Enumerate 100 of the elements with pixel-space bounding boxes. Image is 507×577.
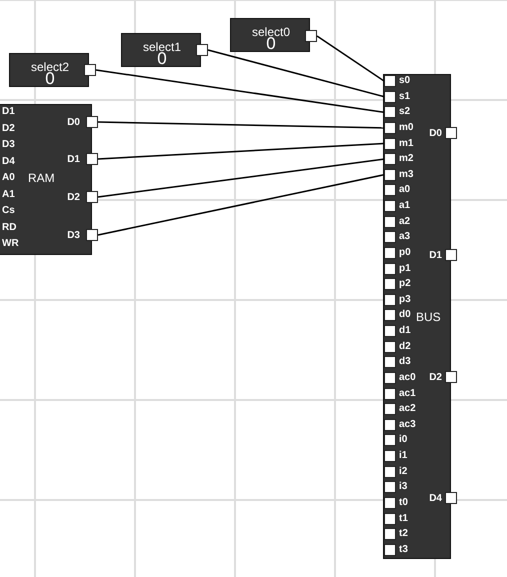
pin-box [384,200,396,212]
pin-label: s2 [399,107,410,118]
block-name: RAM [28,172,55,184]
pin-box [384,418,396,431]
pin-box [384,340,396,353]
wire [316,35,384,82]
pin-label: p0 [399,248,411,258]
switch-block [9,53,89,87]
ram-block [0,104,92,255]
pin-box [384,481,396,494]
pin-label: a0 [399,185,410,196]
switch-block [121,33,201,67]
pin-label: A1 [2,190,15,200]
pin-label: a3 [399,232,410,242]
pin-label: m0 [399,122,414,133]
pin-label: D4 [429,494,442,504]
pin-label: Cs [2,206,15,216]
wire [98,174,384,236]
pin-label: d0 [399,310,411,320]
pin-label: d2 [399,342,411,352]
pin-label: D0 [67,118,80,128]
pin-label: i1 [399,451,408,462]
pin-label: m2 [399,154,414,164]
block-name: select2 [30,61,70,73]
pin-label: p2 [399,279,411,290]
value-readout: 0 [45,70,55,87]
pin-label: ac0 [399,372,416,383]
pin-label: t3 [399,544,408,555]
pin-box [384,106,396,118]
pin-box [384,528,396,540]
block-name: select1 [142,41,182,53]
pin-box [384,184,396,196]
pin-box [384,122,396,134]
pin-box [84,64,96,76]
pin-box [384,466,396,478]
pin-label: D3 [2,140,15,150]
wire [96,69,384,113]
value-readout: 0 [266,35,276,52]
pin-box [305,30,317,42]
pin-box [384,138,396,150]
value-readout: 0 [157,50,167,67]
pin-box [384,231,396,244]
pin-label: m1 [399,138,414,149]
pin-box [384,434,396,446]
pin-box [384,262,396,275]
pin-box [196,44,208,56]
pin-box [384,90,396,103]
pin-label: ac2 [399,404,416,414]
pin-label: RD [2,222,16,232]
pin-box [384,356,396,368]
pin-box [384,325,396,338]
pin-label: s1 [399,92,410,102]
pin-box [86,229,98,241]
pin-box [86,153,98,165]
pin-label: D0 [429,129,442,139]
pin-label: WR [2,239,19,249]
pin-label: A0 [2,173,15,183]
block-name: BUS [416,311,441,323]
pin-box [445,249,457,261]
pin-box [384,153,396,166]
pin-label: D2 [67,193,80,203]
pin-label: D3 [67,231,80,241]
pin-box [86,116,98,128]
switch-block [230,18,310,52]
pin-box [445,127,457,139]
pin-box [384,294,396,306]
pin-label: a2 [399,216,410,227]
pin-box [384,75,396,87]
pin-box [384,403,396,416]
wire [98,142,384,160]
pin-label: D1 [429,251,442,261]
pin-box [384,216,396,228]
pin-box [445,371,457,383]
bus-block [383,74,451,559]
pin-box [384,544,396,556]
pin-label: D2 [429,373,442,383]
wire [98,121,384,129]
pin-box [384,497,396,509]
wire [98,158,384,198]
pin-label: ac3 [399,420,416,430]
pin-box [384,309,396,322]
pin-label: D4 [2,156,15,166]
pin-label: D1 [2,107,15,117]
pin-label: t0 [399,498,408,508]
pin-label: a1 [399,201,410,212]
block-name: select0 [250,26,292,38]
pin-label: D2 [2,124,15,134]
pin-box [445,492,457,504]
pin-box [384,246,396,259]
pin-box [384,388,396,400]
pin-label: i3 [399,482,408,492]
pin-box [384,450,396,462]
pin-label: m3 [399,170,414,180]
pin-label: d1 [399,326,411,336]
pin-box [86,191,98,203]
pin-label: t2 [399,529,408,540]
pin-label: i2 [399,466,408,477]
pin-label: p1 [399,264,411,274]
pin-box [384,168,396,181]
pin-label: ac1 [399,388,416,399]
